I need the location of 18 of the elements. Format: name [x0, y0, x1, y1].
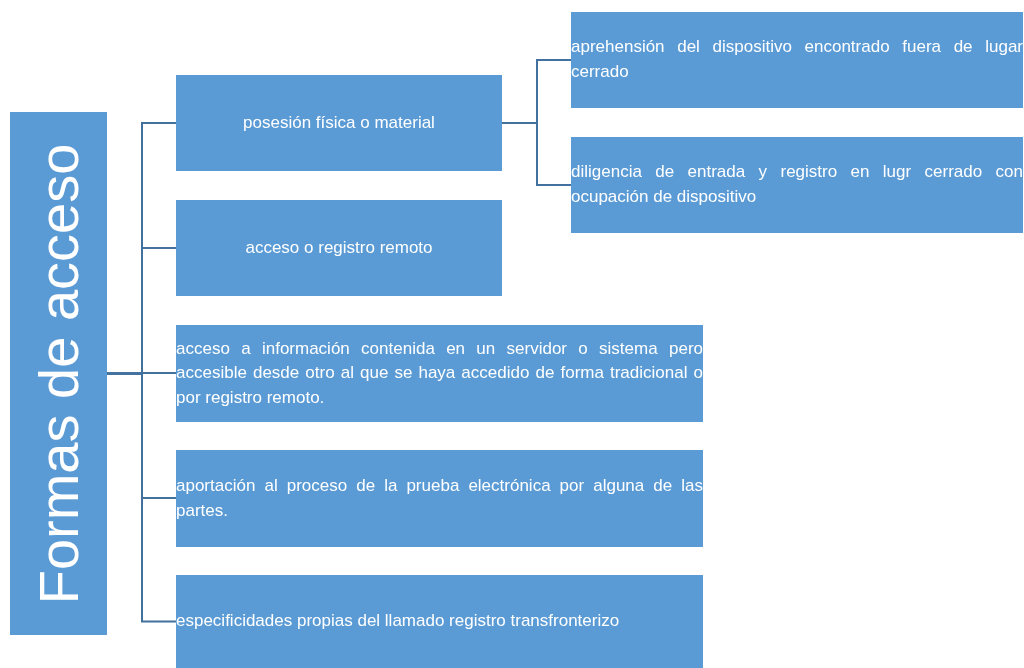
text-box [571, 137, 1023, 233]
node-text: acceso a información contenida en un servidor o sistema pero accesible desde otro al que se haya accedido de forma tradicional o por registro remoto. [176, 337, 703, 409]
connector-line [501, 122, 572, 186]
node-text: acceso o registro remoto [244, 236, 434, 259]
node-text: especificidades propias del llamado registro transfronterizo [176, 610, 621, 633]
title-box [10, 112, 107, 635]
text-box [176, 325, 703, 422]
vertical-title: Formas de acceso [27, 143, 90, 604]
text-box [571, 12, 1023, 108]
connector-line [106, 372, 177, 623]
text-box [176, 450, 703, 547]
text-box [176, 75, 502, 171]
node-text: aportación al proceso de la prueba electrónica por alguna de las partes. [176, 474, 703, 522]
text-box [176, 200, 502, 296]
text-box [176, 575, 703, 668]
node-text: posesión física o material [242, 111, 436, 134]
node-text: diligencia de entrada y registro en lugr cerrado con ocupación de dispositivo [571, 161, 1023, 208]
node-text: aprehensión del dispositivo encontrado fuera de lugar cerrado [571, 36, 1023, 83]
